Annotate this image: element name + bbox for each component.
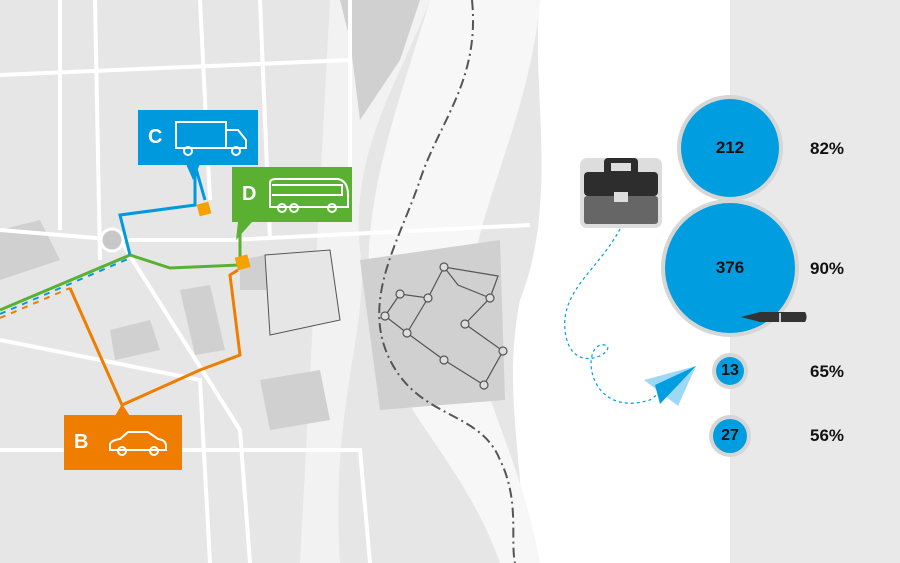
stat-value: 27 — [721, 427, 739, 444]
marker-letter: B — [74, 431, 89, 453]
briefcase-icon — [580, 158, 662, 228]
marker-letter: C — [148, 126, 163, 148]
stat-percent: 82% — [810, 139, 845, 158]
stat-bubble: 27 — [713, 419, 747, 453]
route-c — [118, 164, 207, 256]
stat-bubble: 13 — [716, 357, 744, 385]
marker-letter: D — [242, 183, 257, 205]
marker-c[interactable]: C — [138, 110, 258, 165]
route-b — [68, 268, 242, 407]
stat-value: 376 — [715, 258, 745, 277]
marker-d[interactable]: D — [232, 167, 352, 222]
marker-b[interactable]: B — [64, 415, 182, 470]
stat-value: 13 — [721, 362, 739, 379]
stat-bubble: 212 — [681, 99, 779, 197]
bus-icon — [269, 177, 349, 213]
car-icon — [109, 430, 167, 456]
paper-plane-icon — [644, 366, 696, 406]
stat-percent: 90% — [810, 259, 845, 278]
truck-icon — [175, 120, 247, 156]
route-d — [129, 220, 242, 270]
stat-value: 212 — [715, 138, 745, 157]
network-diagram — [380, 262, 508, 390]
stat-bubble: 376 — [665, 203, 795, 333]
stat-percent: 65% — [810, 362, 845, 381]
stat-percent: 56% — [810, 426, 845, 445]
